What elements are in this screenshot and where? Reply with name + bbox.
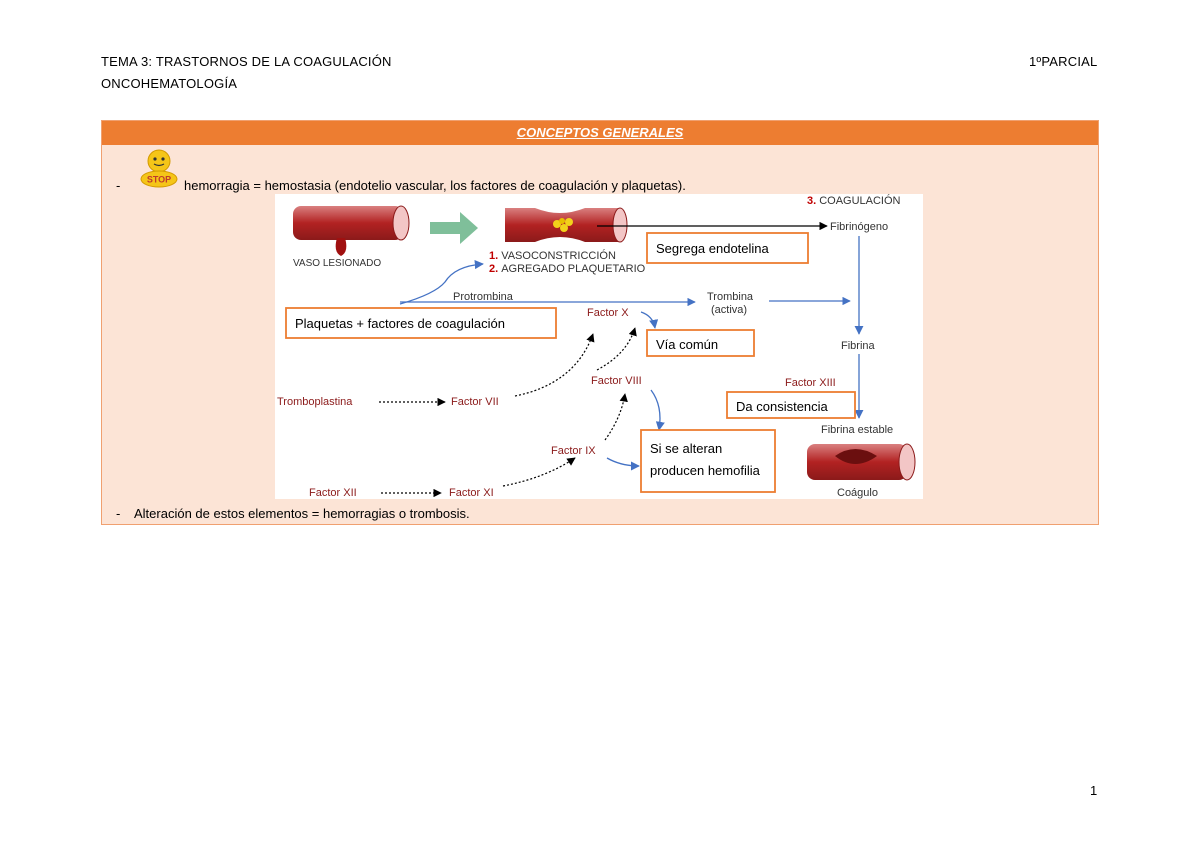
trombina-activa-label: (activa) (711, 304, 747, 316)
svg-text:Da consistencia: Da consistencia (736, 399, 829, 414)
bullet-line-2: -Alteración de estos elementos = hemorra… (116, 506, 470, 521)
factor-xi-label: Factor XI (449, 487, 494, 499)
svg-text:2.AGREGADO PLAQUETARIO: 2.AGREGADO PLAQUETARIO (489, 263, 646, 275)
clot-illustration (807, 443, 916, 481)
tromboplastina-label: Tromboplastina (277, 396, 353, 408)
vasoconstriccion-label: VASOCONSTRICCIÓN (501, 249, 616, 262)
agregado-plaquetario-label: AGREGADO PLAQUETARIO (501, 263, 645, 275)
svg-text:Si se alteran: Si se alteran (650, 441, 722, 456)
coagulo-label: Coágulo (837, 487, 878, 499)
section-title: CONCEPTOS GENERALES (102, 121, 1098, 145)
page-number: 1 (1090, 783, 1098, 798)
vaso-lesionado-label: VASO LESIONADO (293, 258, 381, 269)
document-subtitle: ONCOHEMATOLOGÍA (101, 76, 238, 91)
coagulation-diagram: VASO LESIONADO 1.VASOCONSTRICCIÓN 2.AGRE… (275, 194, 923, 499)
coagulacion-label: COAGULACIÓN (819, 194, 900, 207)
svg-text:Vía común: Vía común (656, 337, 718, 352)
fibrina-label: Fibrina (841, 340, 876, 352)
sticker-text: STOP (147, 175, 171, 185)
svg-text:Segrega endotelina: Segrega endotelina (656, 241, 770, 256)
svg-text:Plaquetas + factores de coagul: Plaquetas + factores de coagulación (295, 316, 505, 331)
constricted-vessel-illustration (505, 207, 628, 243)
note-via-comun: Vía común (646, 329, 755, 357)
trombina-label: Trombina (707, 291, 754, 303)
fibrina-estable-label: Fibrina estable (821, 424, 893, 436)
svg-text:producen hemofilia: producen hemofilia (650, 463, 761, 478)
fibrinogeno-label: Fibrinógeno (830, 221, 888, 233)
document-title: TEMA 3: TRASTORNOS DE LA COAGULACIÓN (101, 54, 392, 69)
note-endotelina: Segrega endotelina (646, 232, 809, 264)
bullet-line-1: - hemorragia = hemostasia (endotelio vasc… (116, 178, 686, 193)
factor-ix-label: Factor IX (551, 445, 596, 457)
note-consistencia: Da consistencia (726, 391, 856, 419)
bullet-dash: - (116, 178, 121, 193)
factor-xiii-label: Factor XIII (785, 377, 836, 389)
bullet-dash: - (116, 506, 121, 521)
note-plaquetas: Plaquetas + factores de coagulación (285, 307, 557, 339)
factor-xii-label: Factor XII (309, 487, 357, 499)
protrombina-label: Protrombina (453, 291, 514, 303)
bullet-text-2: Alteración de estos elementos = hemorrag… (134, 506, 470, 521)
svg-text:3.COAGULACIÓN: 3.COAGULACIÓN (807, 194, 901, 207)
note-hemofilia: Si se alteran producen hemofilia (640, 429, 776, 493)
damaged-vessel-illustration (293, 205, 410, 256)
factor-viii-label: Factor VIII (591, 375, 642, 387)
stop-emoji-icon: STOP (140, 149, 178, 188)
exam-label: 1ºPARCIAL (1029, 54, 1098, 69)
svg-text:1.VASOCONSTRICCIÓN: 1.VASOCONSTRICCIÓN (489, 249, 616, 262)
factor-vii-label: Factor VII (451, 396, 499, 408)
bullet-text-1: hemorragia = hemostasia (endotelio vascu… (184, 178, 686, 193)
process-arrow-icon (430, 212, 478, 244)
factor-x-label: Factor X (587, 307, 629, 319)
